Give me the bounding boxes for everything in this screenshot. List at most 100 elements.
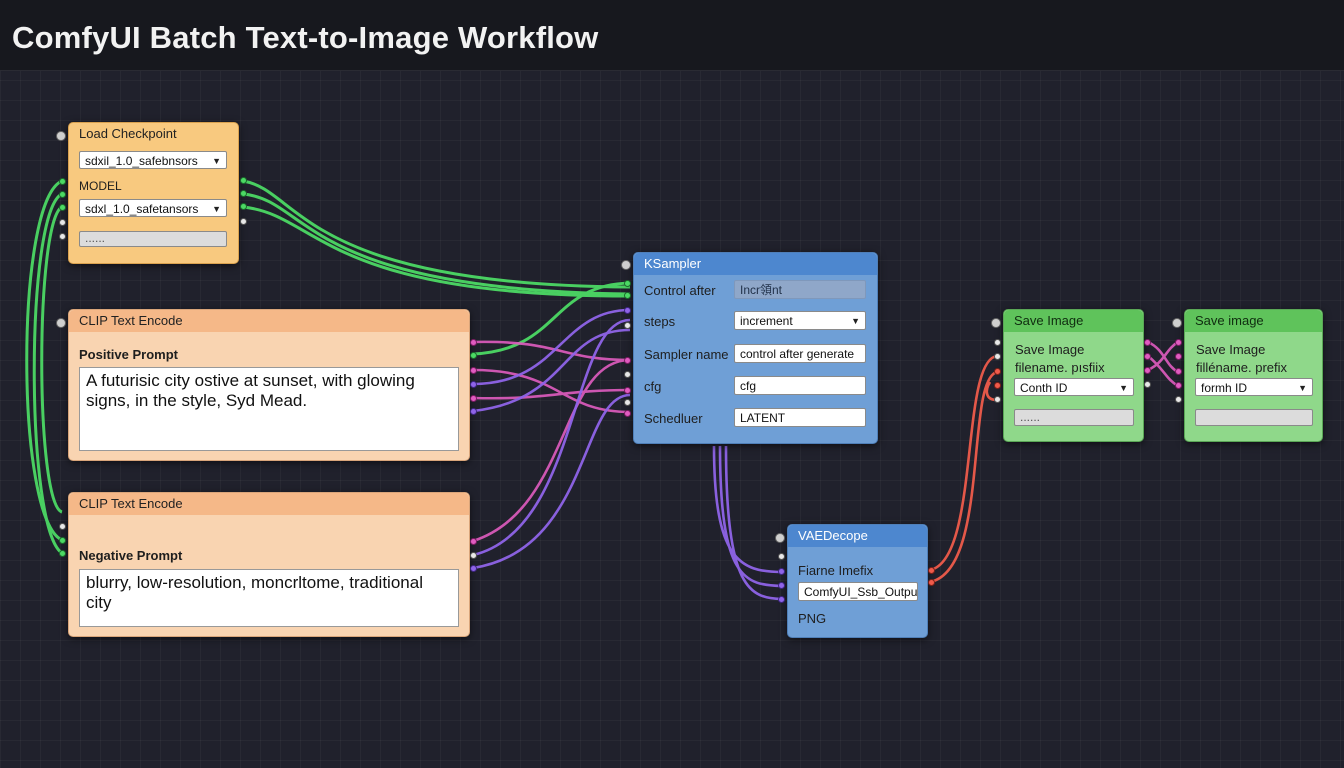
chevron-down-icon: ▼ [212,152,221,169]
input-port[interactable] [624,387,631,394]
input-port[interactable] [624,292,631,299]
output-port[interactable] [470,408,477,415]
widget-label: Fiarne Imefix [798,563,873,578]
input-port[interactable] [59,178,66,185]
filename-prefix-field[interactable]: ComfyUI_Ssb_Output [798,582,918,601]
node-title: Save Image [1004,310,1143,332]
output-port[interactable] [470,367,477,374]
widget-label: Control after [644,283,716,298]
output-port[interactable] [240,177,247,184]
cfg-field[interactable]: cfg [734,376,866,395]
image-id-select[interactable]: Conth ID ▼ [1014,378,1134,396]
node-title: KSampler [634,253,877,275]
input-port[interactable] [624,371,631,378]
input-port[interactable] [624,280,631,287]
widget-label: steps [644,314,675,329]
output-port[interactable] [928,567,935,574]
widget-value: LATENT [740,411,785,425]
input-port[interactable] [59,204,66,211]
wire-latent [714,446,782,572]
output-port[interactable] [470,339,477,346]
input-port[interactable] [59,537,66,544]
model-select[interactable]: sdxl_1.0_safetansors ▼ [79,199,227,217]
output-port[interactable] [1144,353,1151,360]
extra-field[interactable]: ...... [1014,409,1134,426]
input-port[interactable] [1175,353,1182,360]
node-ksampler[interactable]: KSampler Control after Incr領nt steps inc… [633,252,878,444]
output-port[interactable] [928,579,935,586]
extra-field[interactable]: ...... [79,231,227,247]
output-port[interactable] [1144,367,1151,374]
widget-label: Save Image filename. pısfiix [1015,341,1140,377]
output-port[interactable] [240,190,247,197]
widget-value: Incr領nt [740,283,782,297]
widget-label: Sampler name [644,347,729,362]
input-port[interactable] [624,307,631,314]
prompt-label: Negative Prompt [79,548,182,563]
node-save-image-1[interactable]: Save Image Save Image filename. pısfiix … [1003,309,1144,442]
ckpt-name-select[interactable]: sdxil_1.0_safebnsors ▼ [79,151,227,169]
image-id-select[interactable]: formh ID ▼ [1195,378,1313,396]
input-port[interactable] [59,523,66,530]
input-port[interactable] [59,219,66,226]
input-port[interactable] [1175,396,1182,403]
input-port[interactable] [994,353,1001,360]
input-port[interactable] [1175,368,1182,375]
output-port[interactable] [240,218,247,225]
node-load-checkpoint[interactable]: Load Checkpoint sdxil_1.0_safebnsors ▼ M… [68,122,239,264]
input-port[interactable] [624,399,631,406]
chevron-down-icon: ▼ [1298,379,1307,396]
node-save-image-2[interactable]: Save image Save Image filléname. prefix … [1184,309,1323,442]
node-vae-decode[interactable]: VAEDecope Fiarne Imefix ComfyUI_Ssb_Outp… [787,524,928,638]
output-port[interactable] [470,395,477,402]
node-clip-text-encode-positive[interactable]: CLIP Text Encode Positive Prompt A futur… [68,309,470,461]
wire-image [930,372,997,582]
sampler-name-field[interactable]: control after generate [734,344,866,363]
node-title: Load Checkpoint [69,123,238,145]
node-collapse-dot-icon[interactable] [1172,318,1182,328]
input-port[interactable] [59,550,66,557]
output-port[interactable] [1144,381,1151,388]
positive-prompt-input[interactable]: A futurisic city ostive at sunset, with … [79,367,459,451]
widget-value: ComfyUI_Ssb_Output [804,585,918,599]
node-title: VAEDecope [788,525,927,547]
output-port[interactable] [470,381,477,388]
node-collapse-dot-icon[interactable] [991,318,1001,328]
output-port[interactable] [1144,339,1151,346]
widget-value: cfg [740,379,756,393]
input-port[interactable] [994,382,1001,389]
negative-prompt-input[interactable]: blurry, low-resolution, moncrltome, trad… [79,569,459,627]
node-collapse-dot-icon[interactable] [56,131,66,141]
input-port[interactable] [778,553,785,560]
widget-label: Save Image filléname. prefix [1196,341,1318,377]
input-port[interactable] [1175,382,1182,389]
input-port[interactable] [778,596,785,603]
input-port[interactable] [778,568,785,575]
node-clip-text-encode-negative[interactable]: CLIP Text Encode Negative Prompt blurry,… [68,492,470,637]
output-port[interactable] [470,538,477,545]
scheduler-field[interactable]: LATENT [734,408,866,427]
node-collapse-dot-icon[interactable] [621,260,631,270]
input-port[interactable] [624,357,631,364]
node-collapse-dot-icon[interactable] [56,318,66,328]
input-port[interactable] [1175,339,1182,346]
input-port[interactable] [994,339,1001,346]
input-port[interactable] [59,191,66,198]
input-port[interactable] [994,396,1001,403]
prompt-label: Positive Prompt [79,347,178,362]
input-port[interactable] [624,410,631,417]
input-port[interactable] [59,233,66,240]
wire-conditioning [473,390,630,398]
steps-select[interactable]: increment ▼ [734,311,866,330]
control-after-field[interactable]: Incr領nt [734,280,866,299]
extra-field[interactable] [1195,409,1313,426]
input-port[interactable] [994,368,1001,375]
input-port[interactable] [624,322,631,329]
output-port[interactable] [470,552,477,559]
input-port[interactable] [778,582,785,589]
wire-model [243,207,630,296]
node-collapse-dot-icon[interactable] [775,533,785,543]
output-port[interactable] [470,352,477,359]
output-port[interactable] [240,203,247,210]
output-port[interactable] [470,565,477,572]
